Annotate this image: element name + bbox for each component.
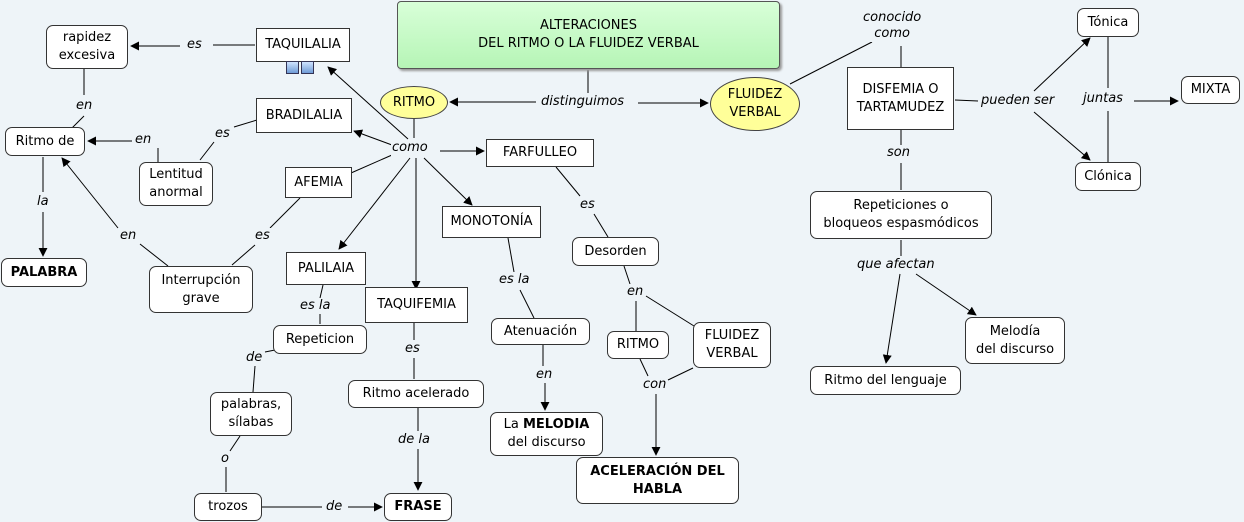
link-con: con xyxy=(642,377,668,393)
aceleracion-node[interactable]: ACELERACIÓN DEL HABLA xyxy=(576,457,739,504)
desorden-node[interactable]: Desorden xyxy=(572,237,659,266)
disfemia-node[interactable]: DISFEMIA O TARTAMUDEZ xyxy=(847,67,954,130)
link-es-bradilalia: es xyxy=(214,126,231,142)
link-conocido-como: conocido como xyxy=(862,10,923,42)
link-es-taquifemia: es xyxy=(404,341,421,357)
afemia-node[interactable]: AFEMIA xyxy=(285,167,352,198)
repeticion-node[interactable]: Repeticion xyxy=(273,325,367,354)
link-es-la-palilaia: es la xyxy=(299,298,332,314)
link-distinguimos: distinguimos xyxy=(540,94,626,110)
tonica-node[interactable]: Tónica xyxy=(1077,8,1139,37)
ritmo-lenguaje-node[interactable]: Ritmo del lenguaje xyxy=(810,366,961,395)
link-son: son xyxy=(886,145,911,161)
link-que-afectan: que afectan xyxy=(856,257,936,273)
lentitud-node[interactable]: Lentitud anormal xyxy=(139,162,213,206)
link-en-interrupcion: en xyxy=(119,228,138,244)
link-es-farfulleo: es xyxy=(579,197,596,213)
la-melodia-node[interactable]: La MELODIA del discurso xyxy=(490,412,603,456)
link-en-lentitud: en xyxy=(134,132,153,148)
link-como: como xyxy=(391,140,429,156)
trozos-node[interactable]: trozos xyxy=(194,493,262,521)
link-es-afemia: es xyxy=(254,228,271,244)
frase-node[interactable]: FRASE xyxy=(384,493,452,521)
mixta-node[interactable]: MIXTA xyxy=(1181,76,1240,104)
map-title: ALTERACIONES DEL RITMO O LA FLUIDEZ VERB… xyxy=(397,1,780,69)
link-es-la-monotonia: es la xyxy=(498,272,531,288)
ritmo2-node[interactable]: RITMO xyxy=(607,331,669,359)
link-juntas: juntas xyxy=(1082,91,1124,107)
melodia-discurso-node[interactable]: Melodía del discurso xyxy=(965,317,1065,364)
link-en-desorden: en xyxy=(626,284,645,300)
repeticiones-node[interactable]: Repeticiones o bloqueos espasmódicos xyxy=(810,191,992,239)
palabras-silabas-node[interactable]: palabras, sílabas xyxy=(210,392,292,436)
link-de-la: de la xyxy=(397,432,431,448)
taquilalia-node[interactable]: TAQUILALIA xyxy=(256,28,350,62)
clonica-node[interactable]: Clónica xyxy=(1075,162,1141,191)
link-o: o xyxy=(220,451,230,467)
link-la: la xyxy=(36,194,50,210)
palabra-node[interactable]: PALABRA xyxy=(1,258,87,287)
fluidez-verbal-oval[interactable]: FLUIDEZ VERBAL xyxy=(710,77,800,131)
link-de-repeticion: de xyxy=(245,350,264,366)
film-icon[interactable] xyxy=(301,61,314,74)
document-icon[interactable] xyxy=(286,61,299,74)
ritmo-de-node[interactable]: Ritmo de xyxy=(5,127,85,156)
ritmo-oval[interactable]: RITMO xyxy=(380,86,448,119)
link-de-trozos: de xyxy=(325,499,344,515)
link-es-taquilalia: es xyxy=(186,37,203,53)
ritmo-acelerado-node[interactable]: Ritmo acelerado xyxy=(348,380,484,408)
fluidez2-node[interactable]: FLUIDEZ VERBAL xyxy=(693,322,771,368)
link-en-rapidez: en xyxy=(75,98,94,114)
la-melodia-line-1: La MELODIA xyxy=(503,417,590,432)
palilaia-node[interactable]: PALILAIA xyxy=(286,252,366,285)
interrupcion-node[interactable]: Interrupción grave xyxy=(149,266,253,313)
bradilalia-node[interactable]: BRADILALIA xyxy=(256,98,352,133)
la-melodia-line-2: del discurso xyxy=(507,435,586,450)
rapidez-node[interactable]: rapidez excesiva xyxy=(46,25,128,69)
atenuacion-node[interactable]: Atenuación xyxy=(491,318,590,345)
resource-icons[interactable] xyxy=(286,61,314,74)
monotonia-node[interactable]: MONOTONÍA xyxy=(442,206,541,238)
link-pueden-ser: pueden ser xyxy=(980,93,1056,109)
link-en-atenuacion: en xyxy=(535,367,554,383)
taquifemia-node[interactable]: TAQUIFEMIA xyxy=(365,287,468,323)
farfulleo-node[interactable]: FARFULLEO xyxy=(486,139,594,167)
